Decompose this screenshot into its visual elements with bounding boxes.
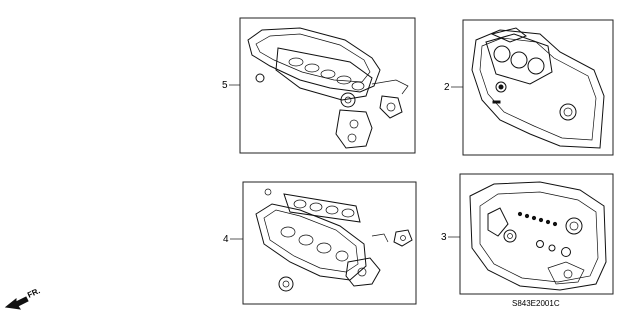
exhaust-manifold-gasket — [335, 109, 373, 149]
callout-2-label: 2 — [444, 82, 450, 93]
callout-4: 4 — [223, 234, 243, 245]
callout-4-label: 4 — [223, 234, 229, 245]
manifold-ports — [288, 57, 365, 91]
gasket-kit-4[interactable] — [242, 181, 417, 305]
oring-2 — [548, 244, 556, 252]
seal-ring-small — [255, 73, 265, 83]
front-direction-indicator: FR. — [4, 286, 42, 310]
oil-pan-gasket — [479, 191, 599, 283]
exhaust-gasket-strip — [283, 193, 361, 223]
oring-1 — [536, 240, 544, 248]
callout-5-label: 5 — [222, 80, 228, 91]
lower-block-outline — [469, 181, 607, 291]
strip-ports — [293, 199, 355, 218]
engine-block-outline — [471, 29, 605, 149]
head-gasket — [485, 33, 553, 85]
diagram-part-code: S843E2001C — [512, 299, 560, 308]
callout-3: 3 — [441, 232, 460, 243]
cylinder-bores — [493, 45, 545, 75]
bolt-seal-row — [517, 211, 558, 227]
valve-cover-gasket — [247, 27, 381, 93]
small-seal-strip — [492, 100, 501, 104]
cam-seal — [495, 81, 507, 93]
kit-5-frame — [239, 17, 416, 154]
main-seal-large — [565, 217, 583, 235]
gasket-kit-2[interactable] — [462, 19, 614, 156]
rear-exhaust-gasket — [345, 257, 381, 287]
main-seal-medium — [503, 229, 517, 243]
crank-seal — [559, 103, 577, 121]
rear-manifold-ports — [280, 226, 349, 262]
oring-3 — [561, 247, 571, 257]
callout-2: 2 — [444, 82, 463, 93]
gasket-kit-5[interactable] — [239, 17, 416, 154]
callout-3-label: 3 — [441, 232, 447, 243]
seal-ring-medium — [340, 92, 356, 108]
callout-5: 5 — [222, 80, 240, 91]
throttle-body-gasket — [379, 95, 403, 119]
rear-seal-ring — [278, 276, 294, 292]
upper-gasket-loop — [490, 27, 527, 43]
gasket-kit-3[interactable] — [459, 173, 614, 295]
fr-label: FR. — [26, 286, 41, 300]
front-cover-gasket — [487, 207, 509, 237]
intake-manifold-gasket — [275, 47, 373, 101]
kit-3-frame — [459, 173, 614, 295]
side-gasket-small — [393, 229, 413, 247]
kit-2-frame — [462, 19, 614, 156]
valve-cover-gasket-rear — [255, 203, 367, 281]
kit-4-frame — [242, 181, 417, 305]
fr-arrow-icon — [4, 296, 29, 310]
